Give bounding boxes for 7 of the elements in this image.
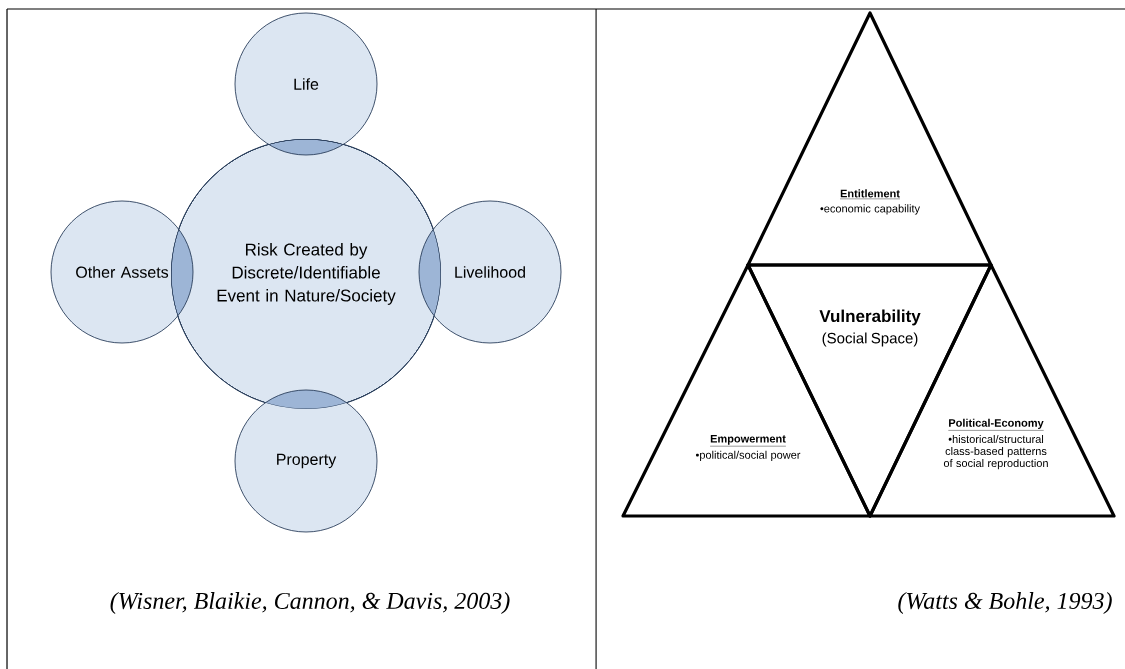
node-label: Livelihood	[455, 266, 525, 278]
citation: (Wisner, Blaikie, Cannon, & Davis, 2003)	[110, 592, 510, 614]
triangle-segment: Entitlement •economic capability	[746, 11, 993, 267]
node-label: Other Assets	[76, 266, 169, 278]
node-label: Property	[277, 453, 337, 469]
node-label: Life	[294, 78, 319, 90]
citation: (Watts & Bohle, 1993)	[898, 592, 1112, 614]
